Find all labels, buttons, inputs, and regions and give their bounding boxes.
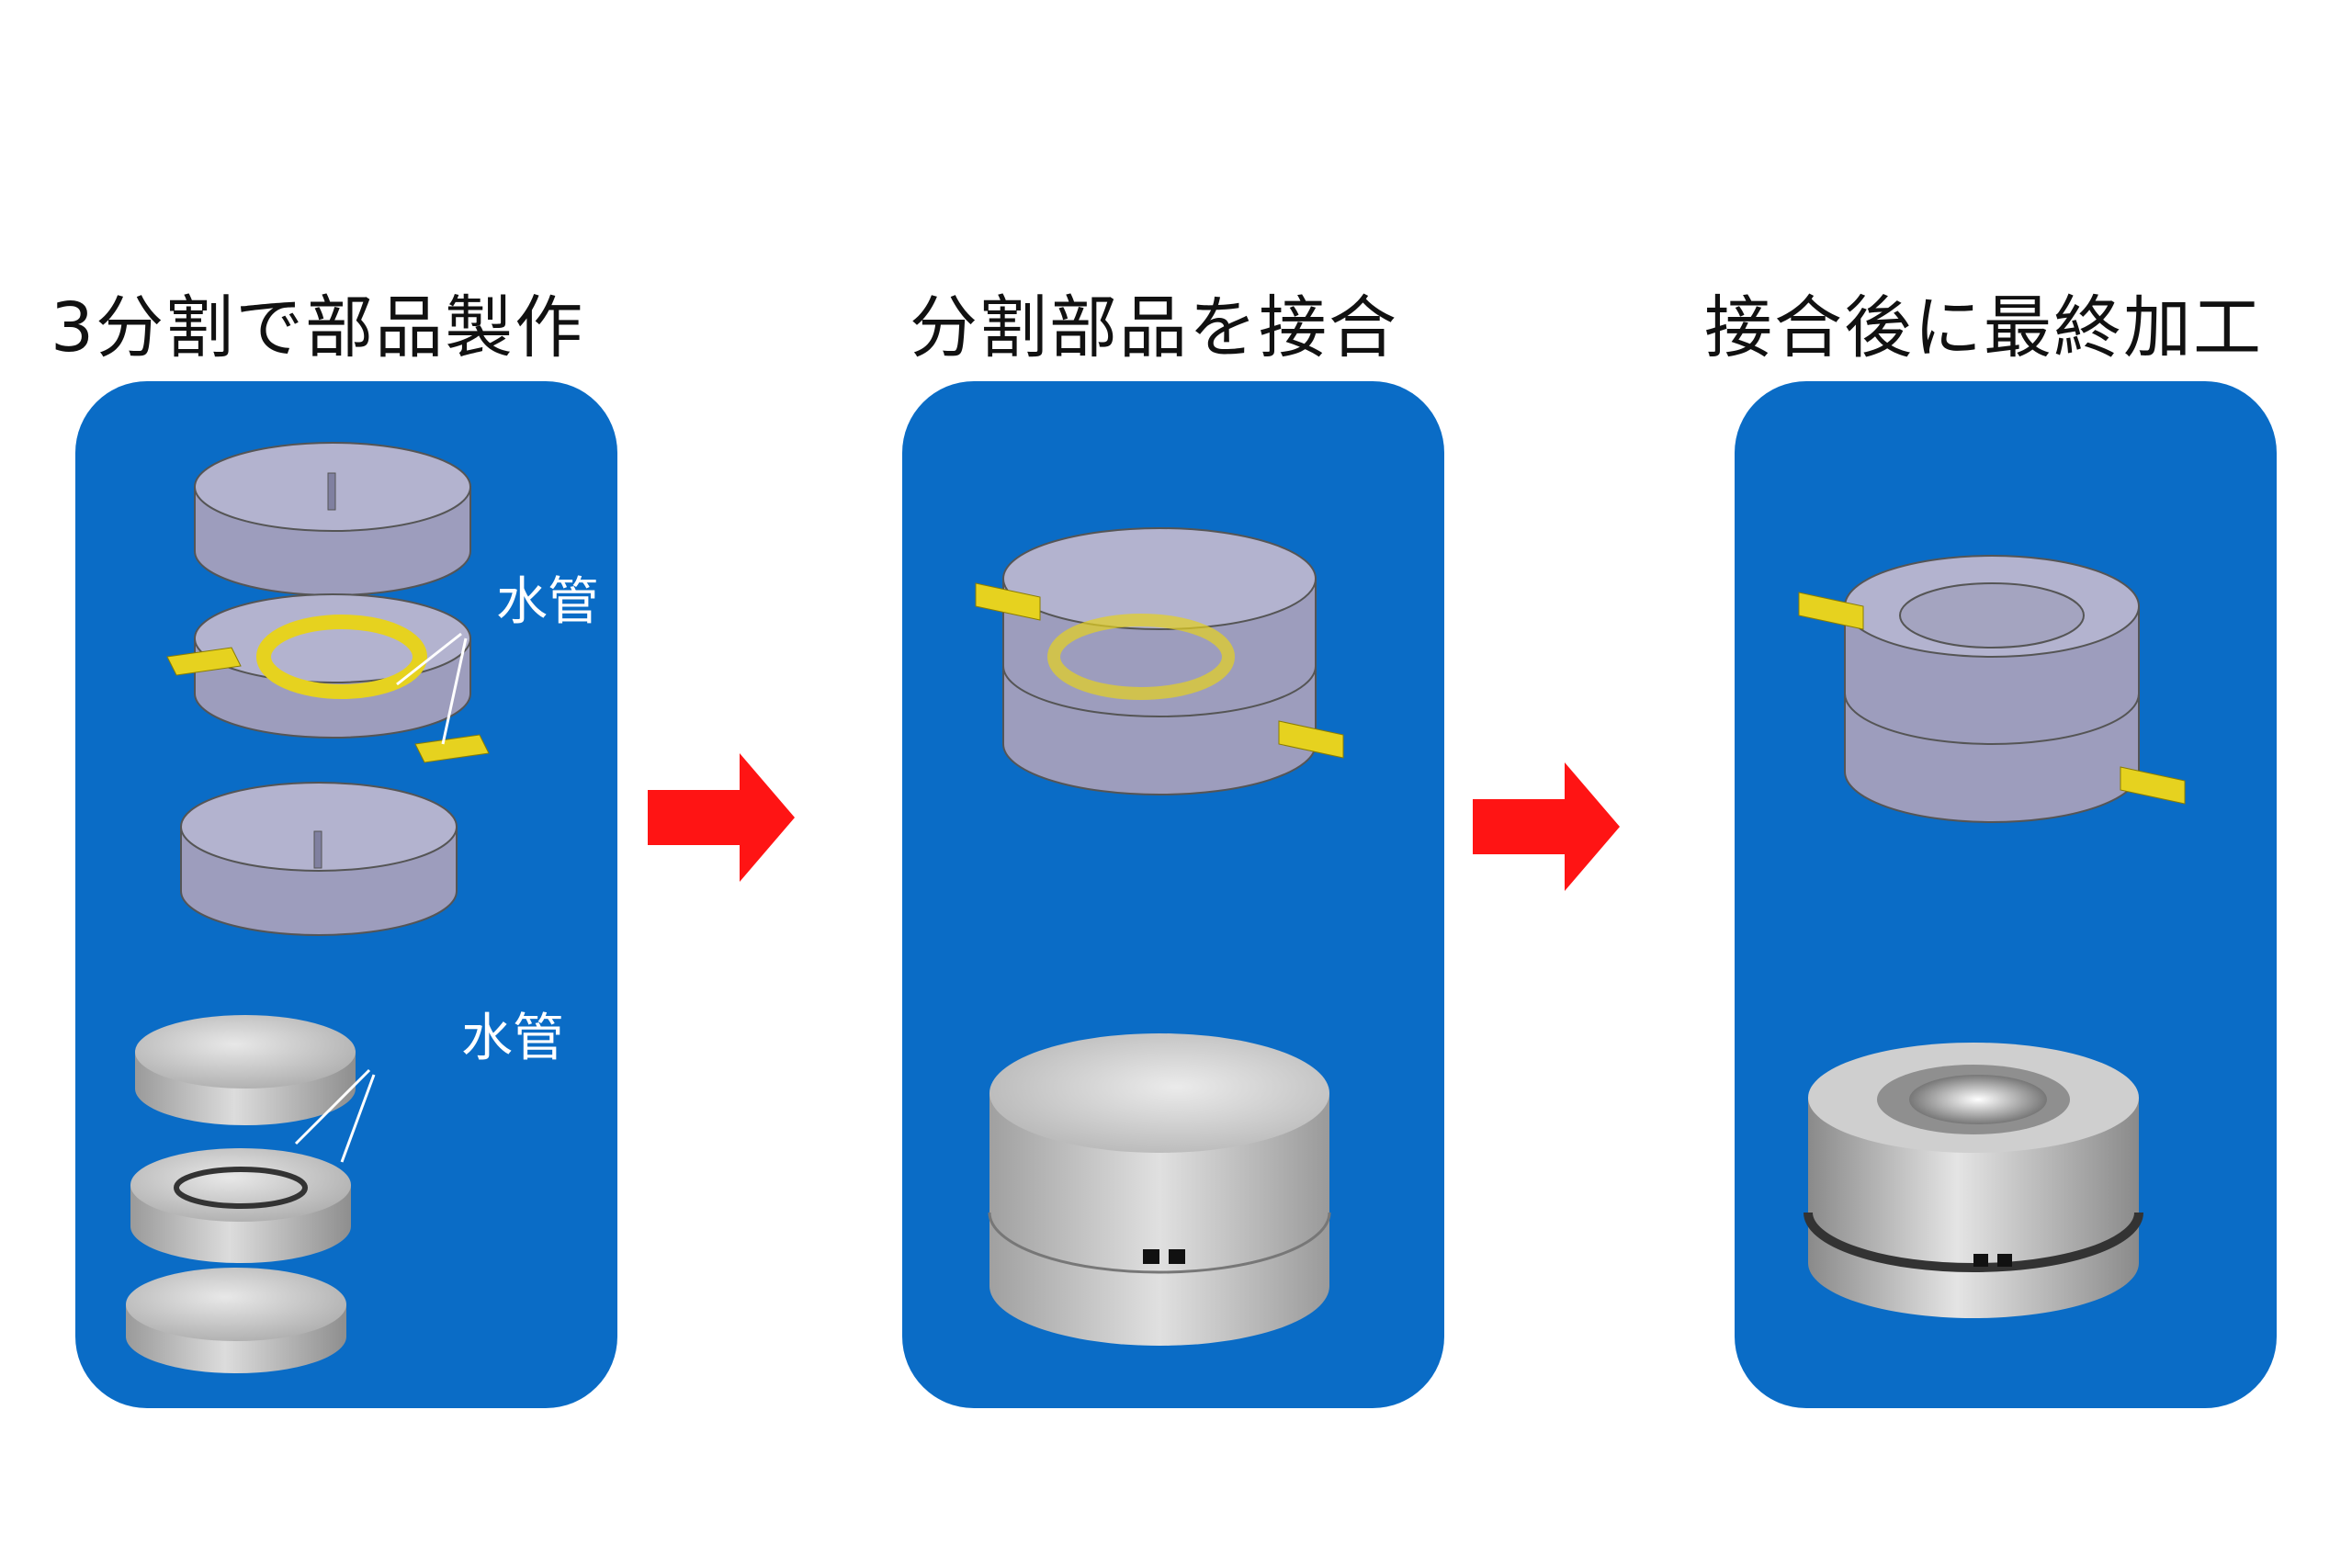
panel-1-illustration: [126, 442, 490, 1373]
metal-joined-block: [988, 1033, 1331, 1346]
cad-bottom-disc: [180, 782, 458, 936]
water-pipe-label-photo: 水管: [461, 1009, 564, 1068]
panel-joined-parts: [902, 381, 1444, 1408]
cad-middle-disc: [166, 593, 490, 763]
step-2-title: 分割部品を接合: [910, 288, 1398, 367]
metal-bottom-disc: [126, 1268, 346, 1373]
panel-2-illustration: [975, 527, 1344, 1346]
arrow-right-1: [648, 753, 795, 882]
panel-split-parts: 水管 水管: [75, 381, 617, 1408]
cad-joined-assembly: [975, 527, 1344, 795]
metal-middle-disc: [130, 1148, 351, 1263]
cad-top-disc: [194, 442, 471, 596]
arrow-right-2: [1473, 762, 1620, 891]
metal-final-part: [1804, 1043, 2143, 1318]
panel-final-machining: [1735, 381, 2277, 1408]
step-3-title: 接合後に最終加工: [1704, 288, 2263, 367]
cad-final-assembly: [1798, 555, 2186, 823]
metal-top-disc: [135, 1015, 356, 1125]
step-1-title: 3分割で部品製作: [51, 288, 585, 367]
panel-3-illustration: [1798, 555, 2186, 1318]
water-pipe-label-cad: 水管: [496, 572, 599, 632]
